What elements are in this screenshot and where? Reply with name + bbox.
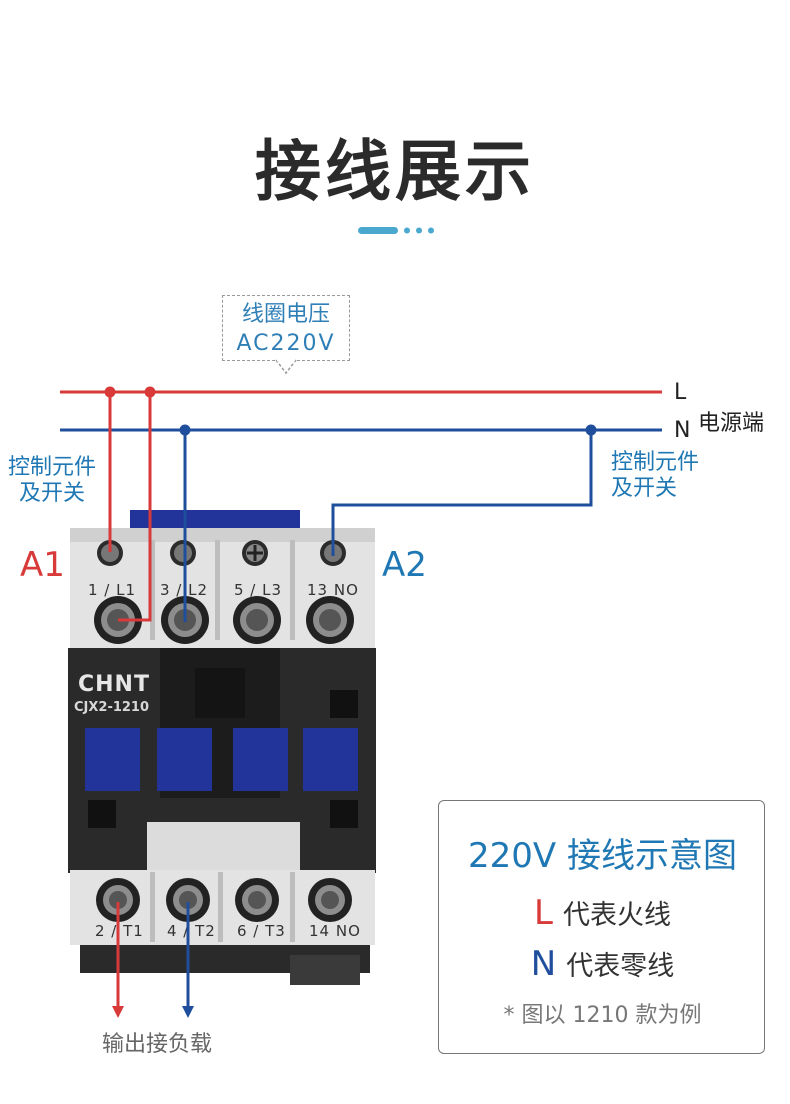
terminal-label-6-t3: 6 / T3: [237, 922, 286, 940]
legend-note: * 图以 1210 款为例: [503, 1003, 702, 1028]
coil-voltage-callout: 线圈电压 AC220V: [222, 295, 350, 361]
control-right-line2: 及开关: [611, 476, 678, 501]
coil-voltage-label: 线圈电压: [241, 302, 330, 327]
blue-modules: [85, 728, 358, 791]
legend-key-l: L: [534, 893, 553, 933]
legend-row-live: L 代表火线: [439, 893, 766, 933]
coil-voltage-value: AC220V: [236, 331, 336, 356]
terminal-label-5-l3: 5 / L3: [234, 581, 283, 599]
control-left-line2: 及开关: [18, 481, 85, 506]
terminal-a1-label: A1: [20, 545, 65, 585]
control-right-line1: 控制元件: [611, 450, 700, 475]
output-arrow-live: [112, 1006, 124, 1018]
wire-neutral-to-a2: [331, 430, 593, 556]
model-label: CJX2-1210: [74, 700, 150, 715]
legend-key-n: N: [530, 944, 557, 984]
control-switch-label-right: 控制元件 及开关: [611, 450, 711, 502]
page-title: 接线展示: [255, 133, 535, 210]
wire-live-to-l1: [118, 392, 152, 622]
terminal-a2-label: A2: [382, 545, 427, 585]
legend-box: 220V 接线示意图 L 代表火线 N 代表零线 * 图以 1210 款为例: [438, 800, 765, 1054]
title-divider: [358, 227, 434, 234]
control-left-line1: 控制元件: [7, 455, 96, 480]
callout-pointer: [275, 359, 297, 375]
junction-dot: [585, 424, 597, 436]
output-arrow-neutral: [182, 1006, 194, 1018]
legend-row-neutral: N 代表零线: [439, 944, 766, 984]
legend-title: 220V 接线示意图: [468, 836, 737, 876]
output-load-label: 输出接负载: [102, 1032, 213, 1057]
control-switch-label-left: 控制元件 及开关: [4, 455, 100, 507]
junction-dot: [179, 424, 191, 436]
terminal-label-1-l1: 1 / L1: [88, 581, 137, 599]
legend-text-live: 代表火线: [562, 900, 671, 931]
junction-dot: [104, 386, 116, 398]
terminal-label-13-no: 13 NO: [307, 581, 359, 599]
junction-dot: [144, 386, 156, 398]
line-label-l: L: [674, 380, 687, 405]
power-source-label: 电源端: [698, 411, 765, 436]
terminal-label-14-no: 14 NO: [309, 922, 361, 940]
legend-text-neutral: 代表零线: [566, 951, 675, 982]
terminal-label-4-t2: 4 / T2: [167, 922, 216, 940]
line-label-n: N: [674, 418, 691, 443]
bottom-main-screws: [96, 878, 352, 922]
brand-logo: CHNT: [78, 672, 150, 697]
